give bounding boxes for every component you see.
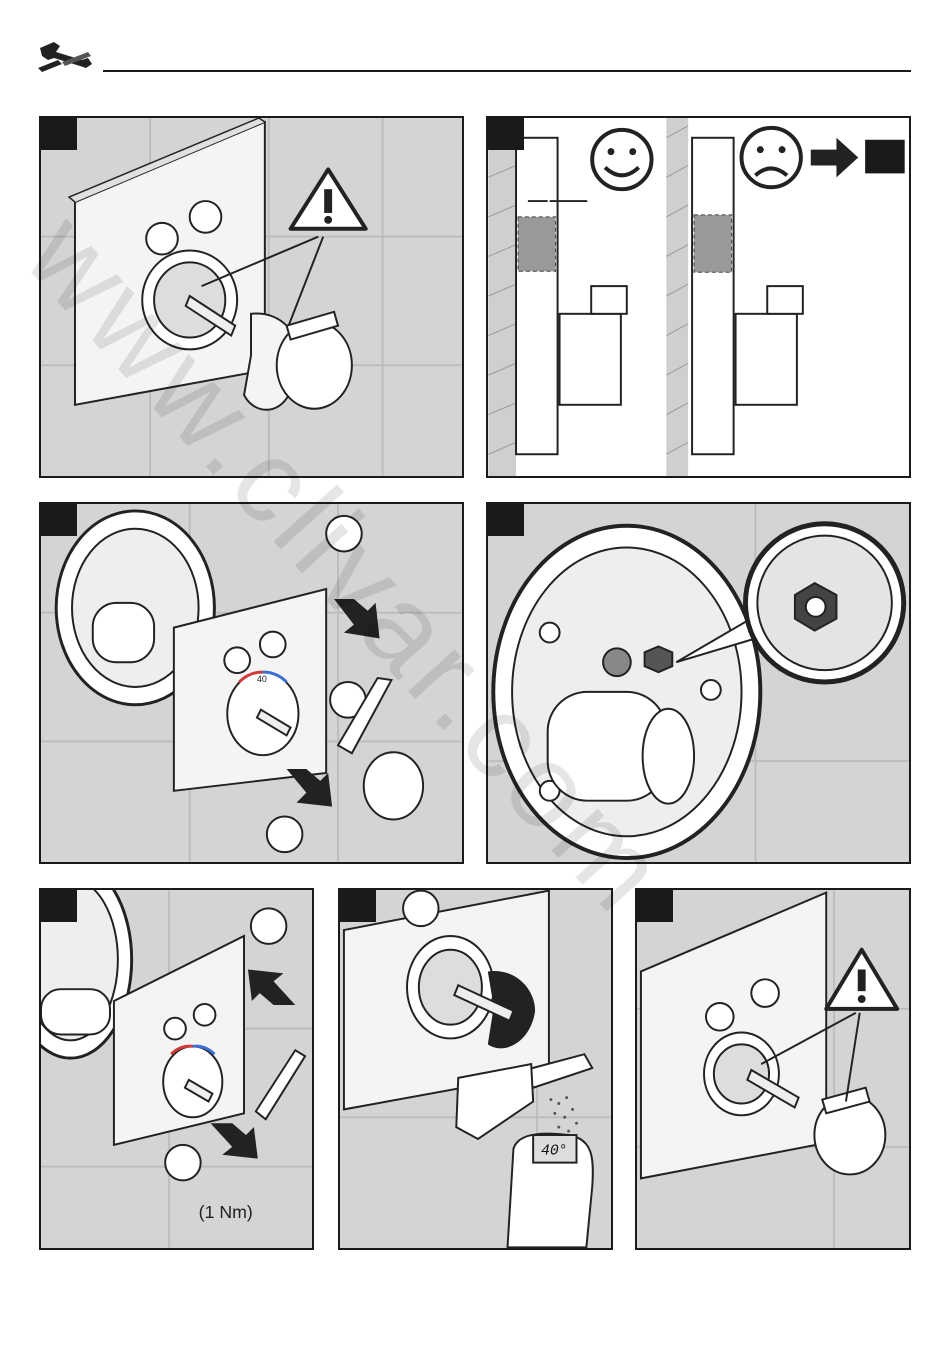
panel-step-1 [39, 116, 464, 478]
step-2-illustration [488, 118, 909, 476]
step-number-box [41, 504, 77, 536]
step-7-illustration [637, 890, 909, 1248]
panel-step-2 [486, 116, 911, 478]
panel-step-4 [486, 502, 911, 864]
torque-label: (1 Nm) [199, 1202, 253, 1222]
arrow-down-right-icon [334, 599, 379, 639]
panel-step-6: 40° [338, 888, 613, 1250]
step-number-box [488, 118, 524, 150]
step-4-illustration [488, 504, 909, 862]
arrow-down-right-icon [287, 769, 332, 807]
panel-step-5: (1 Nm) [39, 888, 314, 1250]
step-1-illustration [41, 118, 462, 476]
temperature-scale-label: 40 [257, 674, 267, 684]
arrow-up-left-icon [210, 1123, 257, 1158]
step-number-box [637, 890, 673, 922]
header-rule [103, 70, 911, 72]
step-number-box [340, 890, 376, 922]
panel-step-7 [635, 888, 911, 1250]
step-6-illustration: 40° [340, 890, 611, 1248]
smiley-happy-icon [592, 130, 651, 189]
wrench-screwdriver-icon [34, 38, 94, 78]
step-number-box [41, 118, 77, 150]
smiley-sad-icon [742, 128, 801, 187]
step-3-illustration: 40 [41, 504, 462, 862]
panel-step-3: 40 [39, 502, 464, 864]
step-number-box [41, 890, 77, 922]
arrow-right-icon [811, 138, 858, 178]
step-number-box [488, 504, 524, 536]
thermometer-display: 40° [541, 1144, 568, 1160]
arrow-up-left-icon [248, 969, 295, 1004]
step-5-illustration: (1 Nm) [41, 890, 312, 1248]
